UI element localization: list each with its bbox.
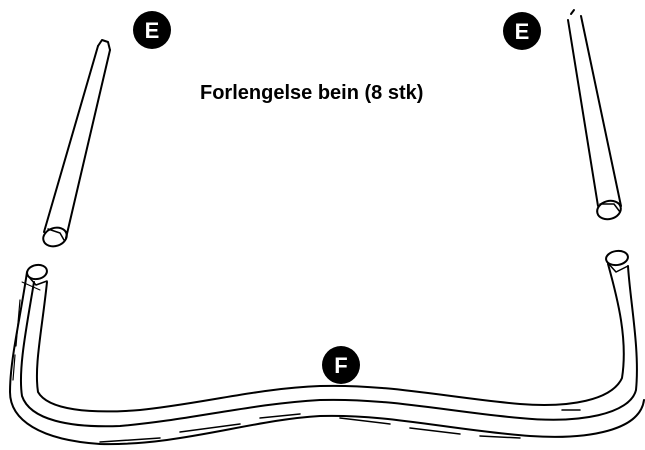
left-extension-tube (42, 39, 111, 248)
marker-e-left-label: E (145, 18, 160, 43)
right-extension-tube (567, 9, 622, 221)
marker-f-label: F (334, 353, 347, 378)
marker-f: F (322, 346, 360, 384)
parts-caption: Forlengelse bein (8 stk) (200, 82, 424, 104)
marker-e-right: E (503, 12, 541, 50)
base-u-frame (9, 249, 645, 446)
marker-e-left: E (133, 11, 171, 49)
marker-e-right-label: E (515, 19, 530, 44)
